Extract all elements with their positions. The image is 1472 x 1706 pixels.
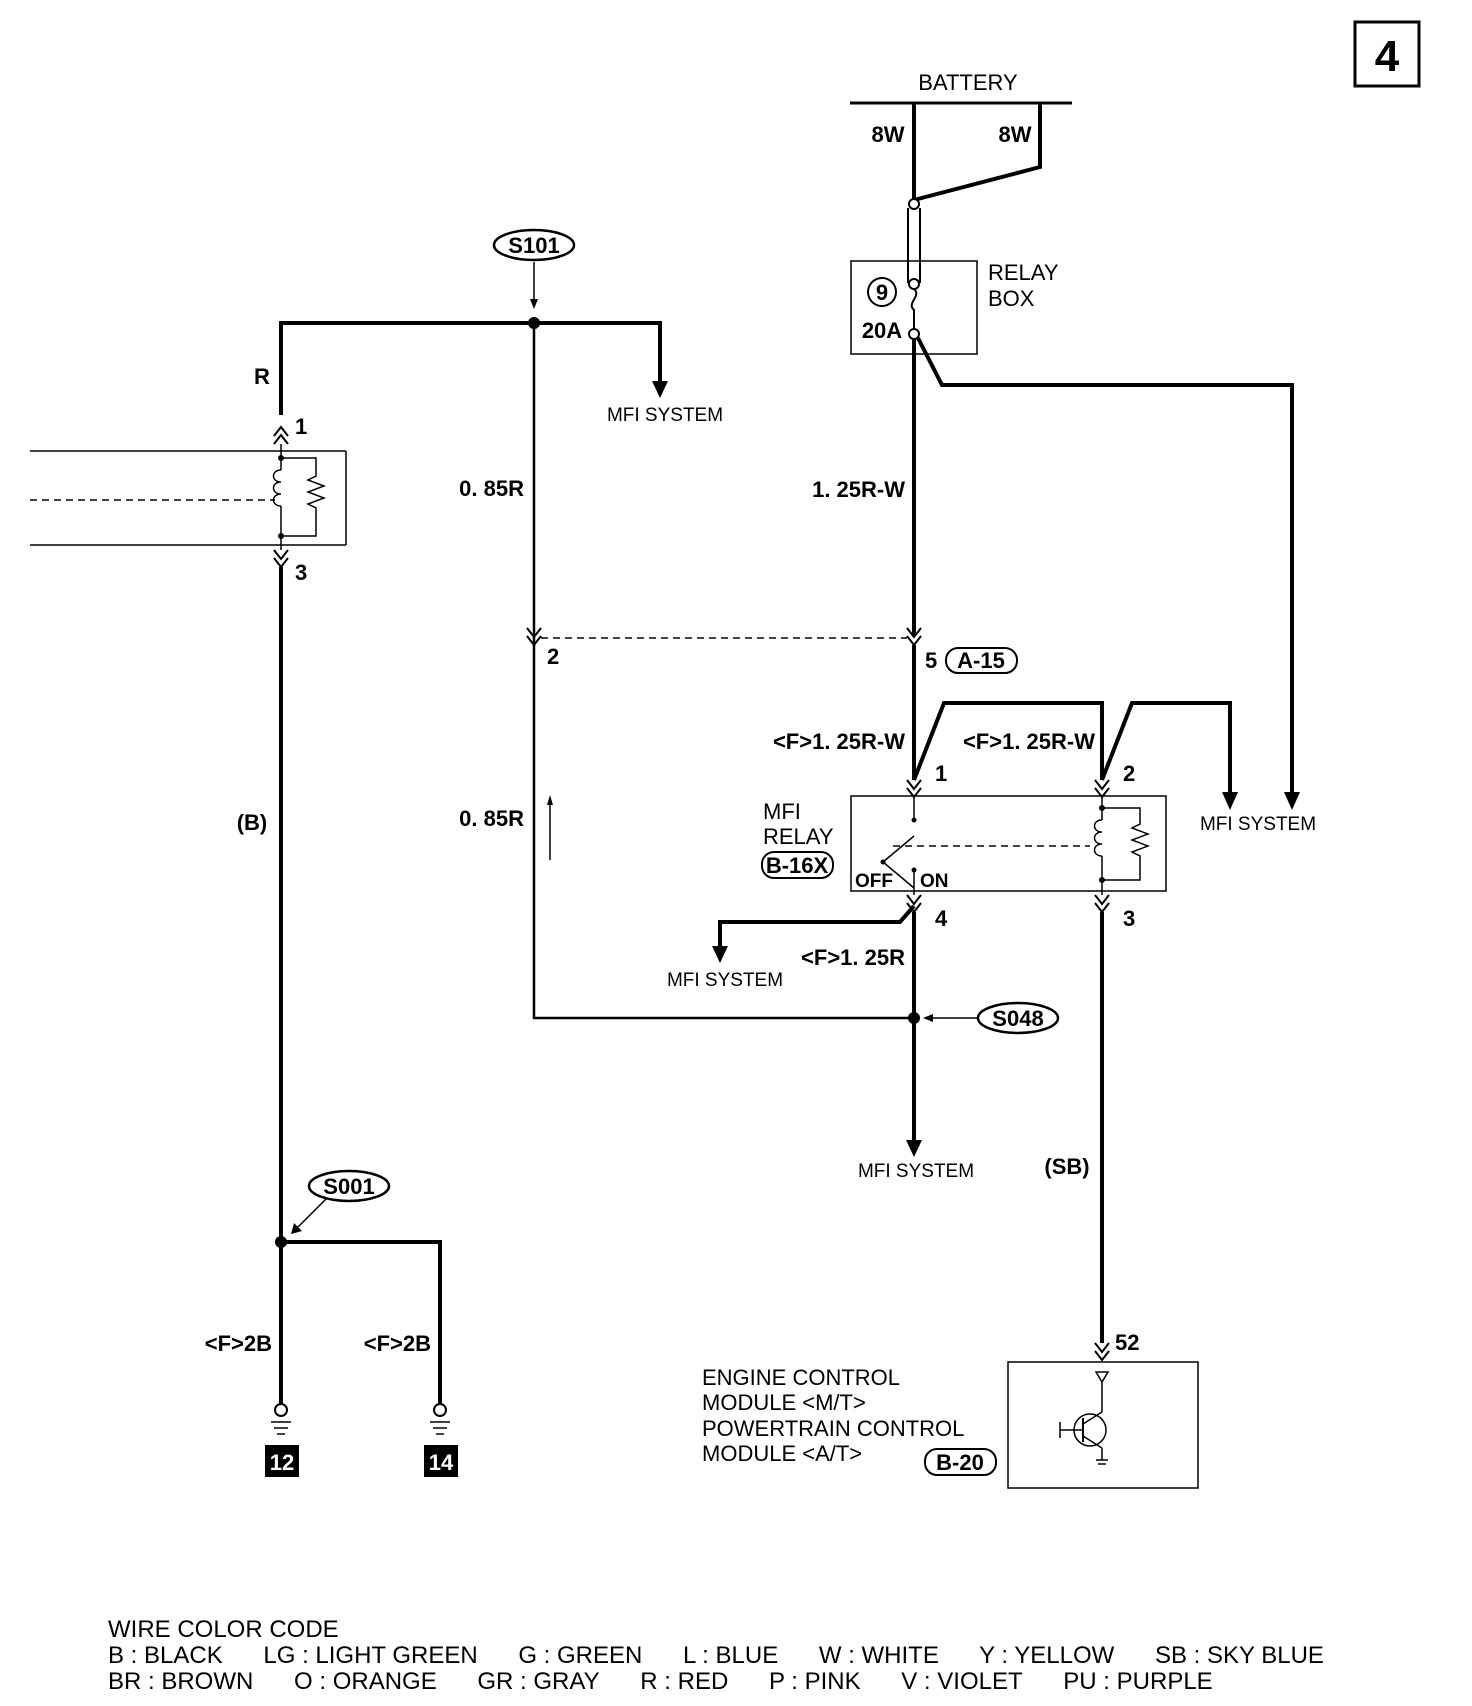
legend-row-1: B : BLACK LG : LIGHT GREEN G : GREEN L :… [108,1643,1358,1669]
relay-pin-1: 1 [935,761,947,786]
legend-item: GR : GRAY [477,1668,600,1695]
wire-label-085r-bottom: 0. 85R [459,806,524,831]
ground-14-label: 14 [429,1450,454,1475]
battery-wire-right: 8W [999,122,1032,147]
legend-row-2: BR : BROWN O : ORANGE GR : GRAY R : RED … [108,1669,1358,1695]
arrow-mfi-right-1 [1222,792,1238,810]
splice-s048: S048 [923,1001,1060,1035]
mfi-system-right: MFI SYSTEM [1200,814,1316,835]
splice-s101-label: S101 [508,233,559,258]
battery: BATTERY 8W 8W [850,70,1072,202]
ecm-connector-box [924,1448,997,1476]
left-comp-pin-3: 3 [295,560,307,585]
legend-title: WIRE COLOR CODE [108,1616,339,1643]
fuse-number: 9 [876,280,888,305]
ecm-pin: 52 [1115,1330,1139,1355]
legend-item: R : RED [640,1668,729,1695]
fuse-rating: 20A [862,318,902,343]
ecm-label-2: MODULE <M/T> [702,1390,866,1415]
legend-item: O : ORANGE [294,1668,437,1695]
left-comp-pin-1: 1 [295,414,307,439]
ground-12: 12 [265,1403,299,1477]
relay-off: OFF [855,871,893,892]
relay-box-label-2: BOX [988,286,1035,311]
wire-relay-pin4-branch [718,904,916,950]
wire-label-sb: (SB) [1044,1154,1089,1179]
left-component: 1 3 [30,414,347,585]
arrow-mfi-bottom [906,1140,922,1157]
relay-pin-4: 4 [935,906,948,931]
connector-a15: 2 5 A-15 [526,627,1018,674]
ecm-label-1: ENGINE CONTROL [702,1365,900,1390]
a15-pin-right: 5 [925,648,937,673]
splice-s101: S101 [492,228,576,309]
legend-item: W : WHITE [818,1642,939,1669]
page-number: 4 [1375,32,1400,81]
relay-pin-3: 3 [1123,906,1135,931]
arrow-mfi-right-2 [1284,792,1300,810]
wire-label-f2b-left: <F>2B [205,1331,272,1356]
relay-label-1: MFI [763,799,801,824]
wire-relay-pin1-to-pin2 [912,701,1104,781]
wire-label-085r-top: 0. 85R [459,476,524,501]
arrow-mfi-top [652,381,668,398]
legend-item: SB : SKY BLUE [1154,1642,1324,1669]
wire-label-f125r: <F>1. 25R [801,945,905,970]
wire-r-top [279,321,662,415]
legend-item: V : VIOLET [901,1668,1023,1695]
relay-box: 9 20A RELAY BOX [850,198,1059,355]
arrow-mfi-left [712,946,728,963]
wire-ground-14 [281,1240,442,1405]
relay-connector: B-16X [766,853,829,878]
splice-s048-dot [908,1012,920,1024]
wire-label-f125rw-2: <F>1. 25R-W [963,729,1095,754]
legend-item: PU : PURPLE [1063,1668,1213,1695]
ecm-label-3: POWERTRAIN CONTROL [702,1416,964,1441]
legend-item: L : BLUE [683,1642,779,1669]
ecm-connector: B-20 [936,1450,984,1475]
legend-item: P : PINK [768,1668,861,1695]
ecm-label-4: MODULE <A/T> [702,1441,862,1466]
splice-s001-label: S001 [323,1174,374,1199]
relay-on: ON [920,871,949,892]
wire-label-f125rw-1: <F>1. 25R-W [773,729,905,754]
legend-item: LG : LIGHT GREEN [263,1642,478,1669]
splice-s001: S001 [291,1169,391,1234]
battery-label: BATTERY [918,70,1018,95]
mfi-system-middle: MFI SYSTEM [667,970,783,991]
wire-color-legend: WIRE COLOR CODE B : BLACK LG : LIGHT GRE… [108,1617,1358,1695]
relay-label-2: RELAY [763,824,834,849]
wire-label-b: (B) [237,810,268,835]
splice-s048-label: S048 [992,1006,1043,1031]
relay-pin-2: 2 [1123,761,1135,786]
wire-label-r: R [254,364,270,389]
ground-14: 14 [424,1403,458,1477]
wire-label-125rw: 1. 25R-W [812,477,905,502]
wire-label-f2b-right: <F>2B [364,1331,431,1356]
relay-box-label-1: RELAY [988,260,1059,285]
mfi-relay: 1 2 OFF ON 4 3 MFI RELAY B-16X [761,761,1167,931]
wire-085r [532,323,914,1020]
wire-relay-pin2-branch [1100,701,1232,798]
a15-name: A-15 [957,648,1005,673]
legend-item: Y : YELLOW [979,1642,1115,1669]
ground-12-label: 12 [270,1450,294,1475]
battery-wire-left: 8W [872,122,905,147]
a15-pin-left: 2 [547,644,559,669]
legend-item: G : GREEN [518,1642,643,1669]
legend-item: BR : BROWN [108,1668,254,1695]
wire-relaybox-branch [916,337,1294,798]
ecm-module [1007,1361,1199,1489]
page-number-box: 4 [1353,20,1421,88]
mfi-system-top: MFI SYSTEM [607,405,723,426]
mfi-system-bottom: MFI SYSTEM [858,1161,974,1182]
legend-item: B : BLACK [108,1642,223,1669]
